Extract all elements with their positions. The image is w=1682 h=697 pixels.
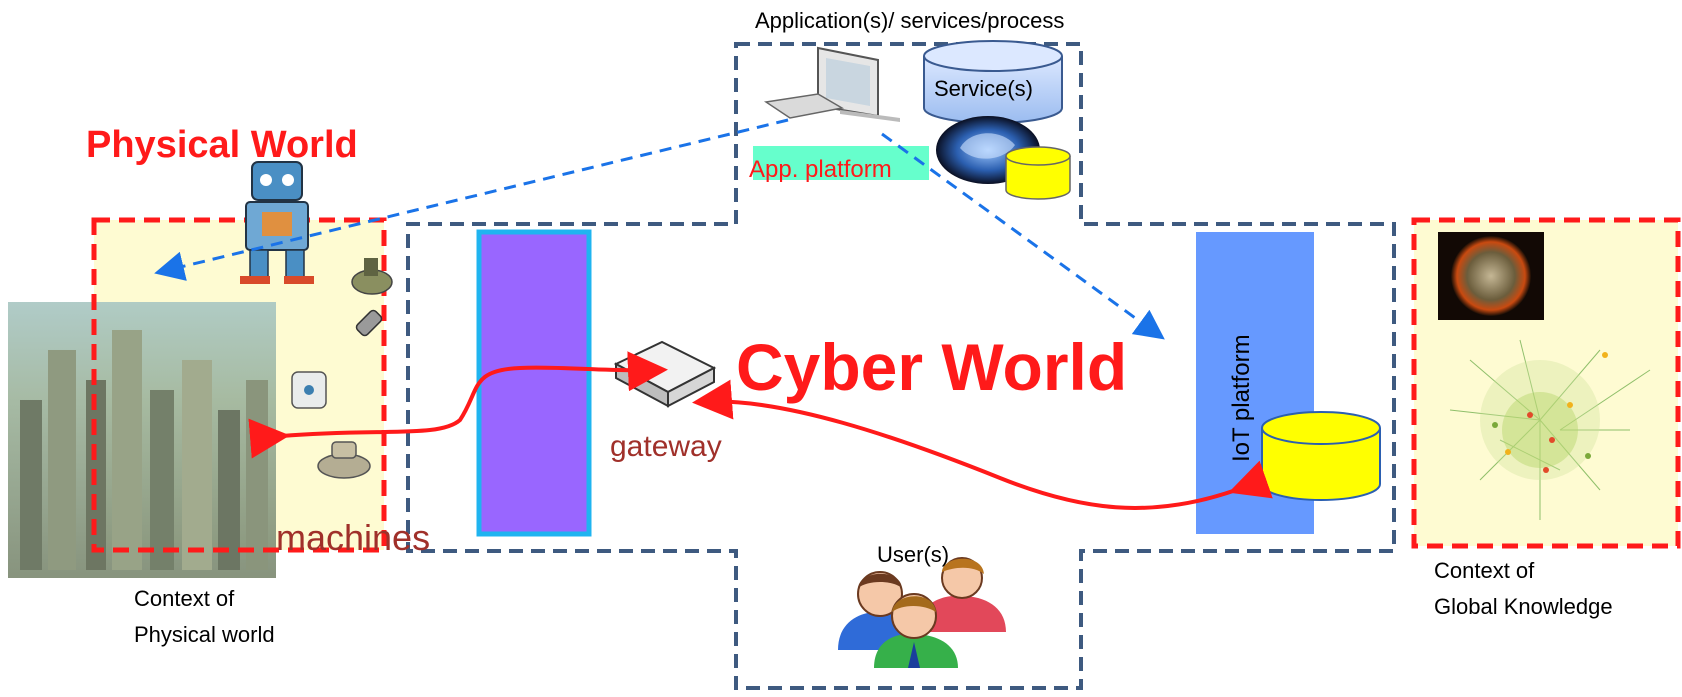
iot-platform-label: IoT platform	[1228, 334, 1255, 462]
app-to-physical-arrow	[154, 118, 789, 281]
users-icon	[838, 557, 1006, 668]
iot-database-icon	[1261, 411, 1381, 501]
earth-icon	[1438, 232, 1544, 320]
services-database-icon	[923, 40, 1063, 124]
context-global-line2: Global Knowledge	[1434, 594, 1613, 619]
machines-label: machines	[276, 517, 431, 558]
gateway-label: gateway	[610, 430, 722, 463]
router-icon	[613, 340, 717, 408]
robot-icon	[240, 161, 314, 284]
gateway-iot-arrow	[692, 379, 1273, 510]
purple-bar	[476, 229, 592, 537]
context-physical-line1: Context of	[134, 586, 235, 611]
cyber-world-title: Cyber World	[736, 330, 1128, 404]
physical-world-title: Physical World	[86, 124, 358, 166]
users-label: User(s)	[877, 542, 950, 567]
app-to-iot-arrow	[881, 132, 1165, 340]
small-database-icon	[1005, 146, 1071, 200]
services-label: Service(s)	[934, 76, 1034, 101]
gateway-physical-arrow	[248, 351, 668, 459]
app-platform-bg	[753, 146, 929, 180]
app-platform-label: App. platform	[749, 156, 892, 183]
network-graph-icon	[1449, 339, 1651, 520]
city-photo	[8, 302, 276, 578]
context-global-line1: Context of	[1434, 558, 1535, 583]
computer-icon	[763, 46, 900, 122]
context-physical-line2: Physical world	[134, 622, 275, 647]
applications-label: Application(s)/ services/process	[755, 8, 1065, 33]
cyber-world-outline	[406, 42, 1396, 690]
